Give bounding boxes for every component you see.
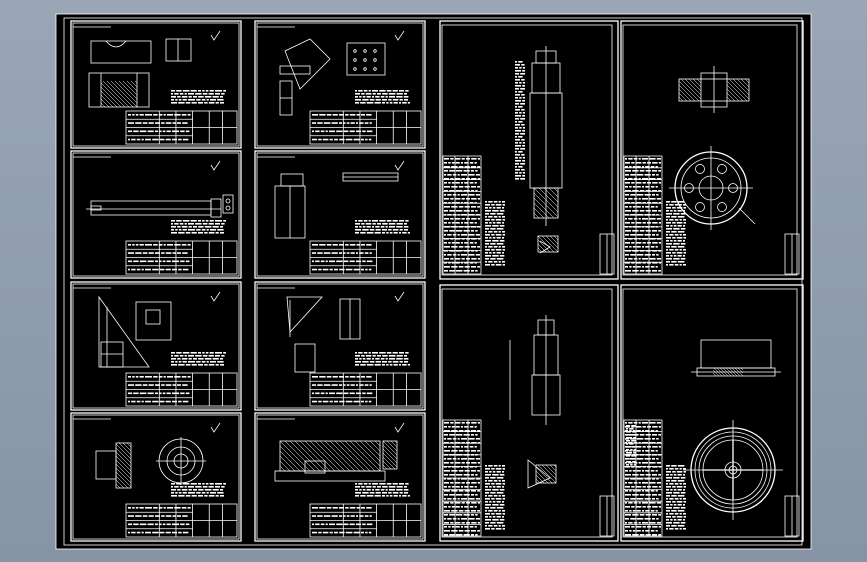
part-drawing-flange-disc[interactable] xyxy=(620,20,804,280)
process-card-long-shaft[interactable] xyxy=(70,150,242,279)
part-drawing-pulley-wheel[interactable] xyxy=(620,284,804,542)
drawing-border-outer xyxy=(55,13,812,550)
process-card-angle-plate[interactable] xyxy=(254,281,426,411)
process-card-key-part[interactable] xyxy=(254,150,426,279)
process-card-hatched-block[interactable] xyxy=(254,412,426,542)
process-card-triangular-bracket[interactable] xyxy=(70,281,242,411)
part-drawing-vertical-shaft-small[interactable] xyxy=(439,284,619,542)
drawing-border-inner xyxy=(63,17,803,546)
part-drawing-vertical-shaft[interactable] xyxy=(439,20,619,280)
process-card-bracket-with-slot[interactable] xyxy=(70,20,242,149)
process-card-disc-with-hub[interactable] xyxy=(70,412,242,542)
process-card-angled-fixture[interactable] xyxy=(254,20,426,149)
